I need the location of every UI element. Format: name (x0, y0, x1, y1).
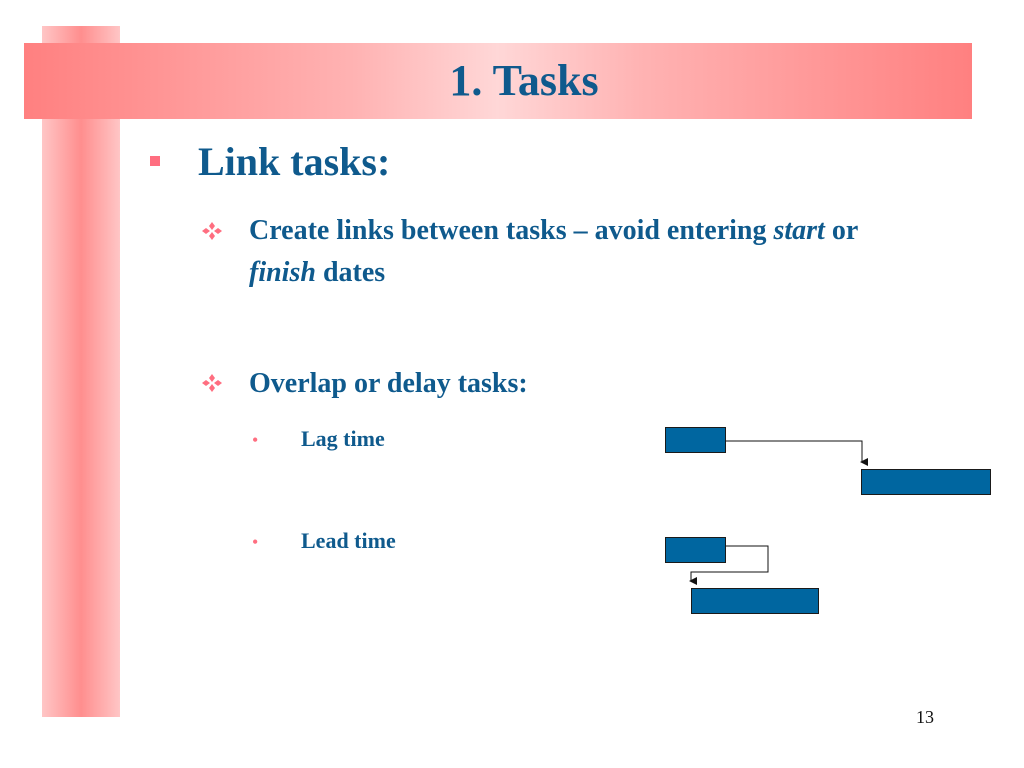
diamond-bullet-icon (202, 222, 222, 240)
lead-predecessor-task (665, 537, 726, 563)
lag-predecessor-task (665, 427, 726, 453)
page-number: 13 (916, 707, 934, 727)
lag-link-arrow (726, 440, 868, 466)
point-create-links-line2: finish dates (249, 257, 386, 288)
point-create-links-line1: Create links between tasks – avoid enter… (249, 215, 859, 246)
dot-bullet-icon: • (252, 532, 259, 552)
slide-title: 1. Tasks (449, 56, 599, 105)
heading-link-tasks: Link tasks: (198, 139, 391, 184)
point-overlap-delay: Overlap or delay tasks: (249, 368, 528, 399)
lead-link-arrow (689, 545, 769, 585)
dot-bullet-icon: • (252, 430, 259, 450)
diamond-bullet-icon (202, 374, 222, 392)
lead-successor-task (691, 588, 819, 614)
title-band (24, 43, 972, 119)
lag-successor-task (861, 469, 991, 495)
subpoint-lag-time: Lag time (301, 426, 385, 451)
subpoint-lead-time: Lead time (301, 528, 396, 553)
decorative-side-bar (42, 26, 120, 717)
square-bullet-icon (150, 156, 160, 166)
